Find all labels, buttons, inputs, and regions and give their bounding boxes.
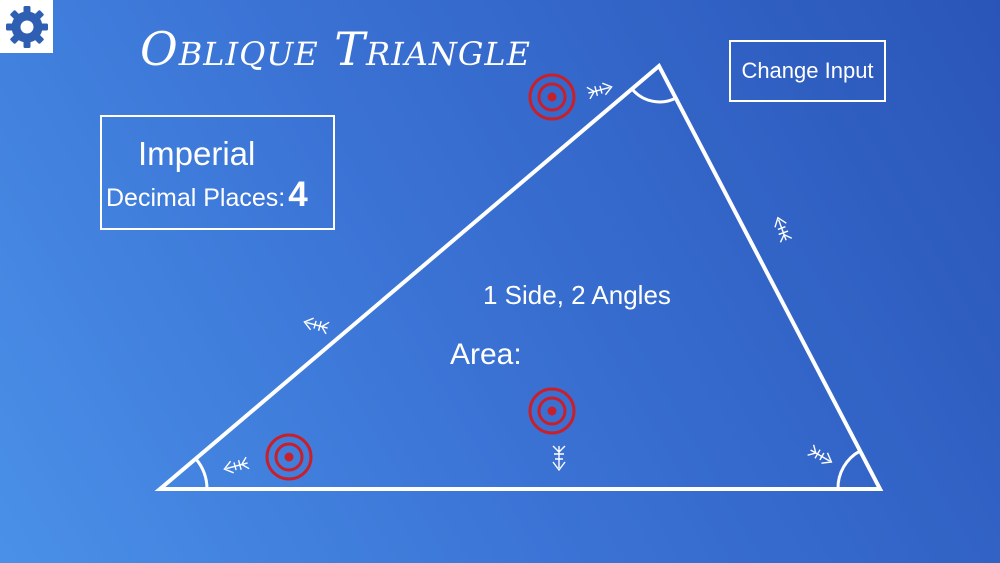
decimal-places-row: Decimal Places:4 [106,175,308,215]
arrow-icon [774,216,793,243]
target-icon[interactable] [528,387,576,435]
angle-arc-top [630,88,677,104]
input-mode-label: 1 Side, 2 Angles [483,280,671,310]
change-input-button[interactable]: Change Input [729,40,886,102]
target-icon[interactable] [528,73,576,121]
angle-arc-right [836,449,861,490]
angle-arc-left [194,458,209,490]
settings-button[interactable] [0,0,53,53]
decimal-places-label: Decimal Places: [106,184,286,212]
arrow-icon [807,444,833,464]
arrow-icon [303,317,330,335]
arrow-icon [552,445,566,472]
arrow-icon [586,82,613,100]
gear-icon [5,5,48,48]
unit-system-label: Imperial [138,135,256,172]
target-icon[interactable] [265,433,313,481]
units-settings-box[interactable]: Imperial Decimal Places:4 [100,115,335,230]
page-title: Oblique Triangle [140,22,531,76]
triangle-outline [154,62,884,491]
arrow-icon [223,456,250,474]
decimal-places-value: 4 [288,175,308,214]
area-label: Area: [450,338,522,371]
